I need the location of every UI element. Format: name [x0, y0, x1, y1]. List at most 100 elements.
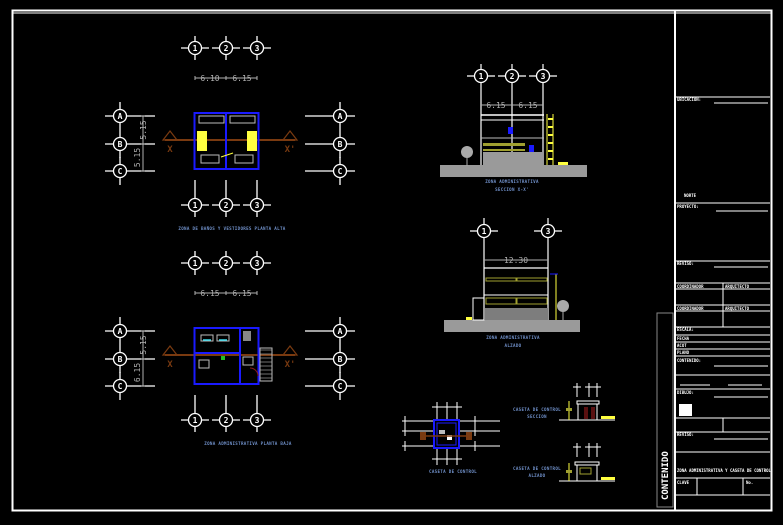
section-triangle — [161, 130, 179, 141]
booth-window — [579, 467, 592, 475]
axis-bubble-label: 2 — [224, 416, 229, 425]
dimension-text: 5.15 — [133, 148, 142, 167]
plan-table — [198, 359, 210, 369]
tb-coordinador-2: COORDINADOR — [677, 306, 704, 311]
booth-roof — [576, 400, 600, 405]
dimension-text: 6.15 — [486, 101, 505, 110]
plan-stairs — [259, 347, 273, 382]
stair-tread — [548, 142, 553, 144]
axis-bubble-label: 2 — [224, 259, 229, 268]
axis-bubble-circle — [249, 197, 265, 213]
axis-bubble-label: A — [338, 112, 343, 121]
booth-desk — [439, 430, 445, 434]
level-mark — [601, 477, 615, 480]
tb-dibujo: DIBUJO: — [677, 390, 694, 395]
axis-bubble-circle — [540, 223, 556, 239]
axis-bubble-circle — [332, 351, 348, 367]
dimension-text: 12.30 — [504, 256, 528, 265]
level-mark — [466, 317, 472, 320]
axis-bubble-label: C — [338, 382, 343, 391]
axis-bubble-label: 3 — [541, 72, 546, 81]
axis-bubble-circle — [249, 412, 265, 428]
level-mark — [558, 162, 568, 165]
axis-bubble-label: A — [338, 327, 343, 336]
tb-acot: ACOT — [677, 343, 687, 348]
axis-bubble-circle — [535, 68, 551, 84]
axis-bubble-label: 3 — [255, 44, 260, 53]
axis-bubble-circle — [187, 412, 203, 428]
plan-benches — [200, 154, 220, 164]
window-band — [516, 297, 548, 305]
axis-bubble-label: 1 — [193, 44, 198, 53]
axis-bubble-circle — [332, 108, 348, 124]
north-arrow-mark — [679, 404, 692, 416]
axis-bubble-label: B — [338, 140, 343, 149]
axis-bubble-label: 1 — [479, 72, 484, 81]
section-mark-label: X — [167, 145, 173, 155]
section-mark: X — [161, 345, 179, 370]
axis-bubble-label: 2 — [224, 44, 229, 53]
axis-bubble-circle — [504, 68, 520, 84]
axis-bubble-label: B — [118, 355, 123, 364]
tb-norte: NORTE — [684, 193, 697, 198]
axis-bubble-label: 2 — [224, 201, 229, 210]
plan-wc — [242, 356, 254, 366]
axis-bubble-label: 3 — [255, 201, 260, 210]
stair-tread — [548, 126, 553, 128]
section-mark-label: X' — [285, 360, 296, 370]
tb-coordinador-1: COORDINADOR — [677, 284, 704, 289]
level-mark — [601, 416, 615, 419]
axis-bubble-circle — [112, 108, 128, 124]
booth-roof — [574, 461, 600, 466]
axis-bubble-label: 1 — [482, 227, 487, 236]
section-mark: X — [161, 130, 179, 155]
axis-bubble-circle — [332, 378, 348, 394]
axis-bubble-circle — [218, 40, 234, 56]
plan-benches — [234, 154, 254, 164]
section-mark-label: X' — [285, 145, 296, 155]
plan-fixtures — [198, 115, 225, 124]
axis-bubble-label: C — [118, 167, 123, 176]
elevation-title: ZONA ADMINISTRATIVA — [486, 335, 540, 340]
axis-bubble-label: C — [338, 167, 343, 176]
axis-bubble-circle — [332, 323, 348, 339]
stair-tread — [548, 118, 553, 120]
axis-bubble-label: 3 — [255, 259, 260, 268]
axis-bubble-label: 2 — [510, 72, 515, 81]
section-triangle — [161, 345, 179, 356]
axis-bubble-label: B — [118, 140, 123, 149]
section-mark: X' — [281, 345, 299, 370]
tb-plano: PLANO — [677, 350, 690, 355]
tb-escala: ESCALA: — [677, 327, 694, 332]
booth-walls — [433, 419, 460, 449]
axis-bubble-circle — [473, 68, 489, 84]
tb-ubicacion: UBICACION: — [677, 97, 701, 102]
axis-bubble-circle — [218, 197, 234, 213]
contenido-vertical-label: CONTENIDO — [661, 451, 671, 500]
axis-bubble-label: B — [338, 355, 343, 364]
plan-lower-title: ZONA ADMINISTRATIVA PLANTA BAJA — [204, 441, 292, 446]
section-mark — [466, 432, 472, 440]
tb-no: No. — [746, 480, 753, 485]
axis-bubble-label: 1 — [193, 201, 198, 210]
tree-icon — [557, 300, 569, 312]
booth-plan-title: CASETA DE CONTROL — [429, 469, 477, 474]
tb-plano-contenido: ZONA ADMINISTRATIVA Y CASETA DE CONTROL — [677, 468, 772, 473]
tb-arquitecto-2: ARQUITECTO — [725, 306, 750, 311]
plan-lockers — [247, 131, 257, 151]
stair-tread — [548, 158, 553, 160]
annex-wall — [472, 297, 485, 321]
dimension-text: 5.15 — [139, 335, 148, 354]
tb-contenido: CONTENIDO: — [677, 358, 701, 363]
stone-base — [485, 308, 548, 320]
section-triangle — [281, 345, 299, 356]
tree-icon — [461, 146, 473, 158]
section-mark: X' — [281, 130, 299, 155]
plan-upper-title: ZONA DE BAÑOS Y VESTIDORES PLANTA ALTA — [178, 226, 285, 231]
tb-reviso-2: REVISO: — [677, 432, 694, 437]
axis-bubble-circle — [476, 223, 492, 239]
